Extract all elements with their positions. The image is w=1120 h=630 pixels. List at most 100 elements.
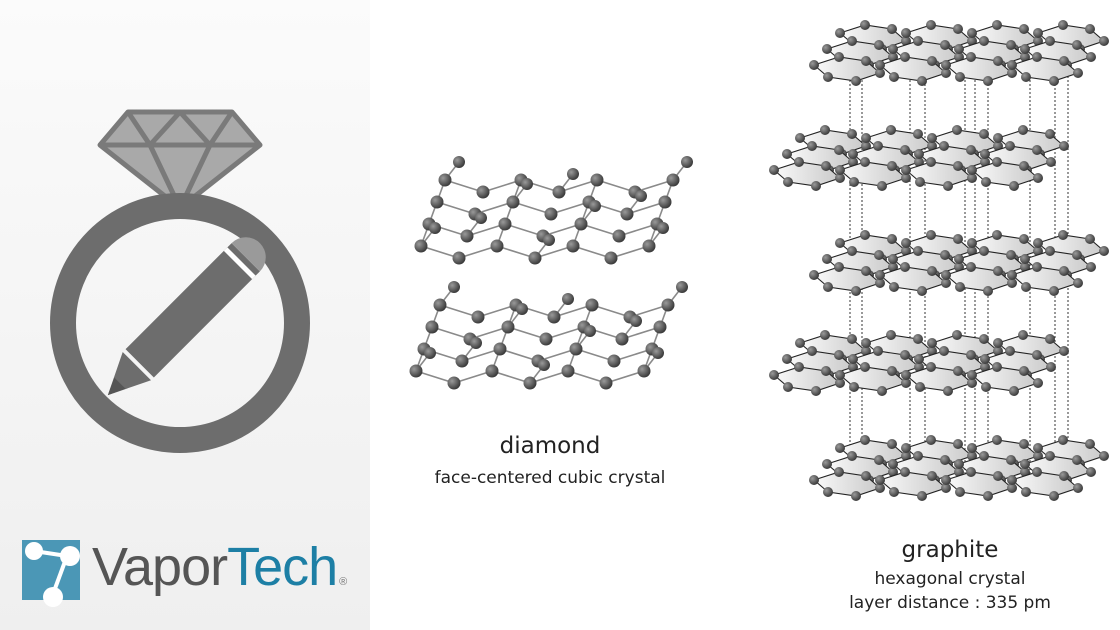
carbon-atom [847, 129, 857, 139]
carbon-atom [822, 44, 832, 54]
carbon-atom [981, 177, 991, 187]
carbon-atom [835, 173, 845, 183]
carbon-atom [952, 330, 962, 340]
carbon-atom [861, 338, 871, 348]
carbon-atom [1058, 20, 1068, 30]
carbon-atom [1033, 28, 1043, 38]
carbon-atom [835, 238, 845, 248]
carbon-atom [847, 451, 857, 461]
carbon-atom [823, 282, 833, 292]
carbon-atom [926, 20, 936, 30]
carbon-atom [900, 467, 910, 477]
carbon-atom [954, 459, 964, 469]
carbon-atom [861, 471, 871, 481]
carbon-atom [889, 487, 899, 497]
carbon-atom [913, 246, 923, 256]
carbon-atom [1007, 270, 1017, 280]
carbon-atom [1033, 173, 1043, 183]
carbon-atom [795, 133, 805, 143]
carbon-atom [952, 125, 962, 135]
logo-panel: VaporTech® [0, 0, 370, 630]
carbon-atom [615, 332, 629, 346]
carbon-atom [966, 145, 976, 155]
carbon-atom [821, 161, 831, 171]
bond [553, 304, 593, 318]
carbon-atom [1059, 56, 1069, 66]
registered-mark: ® [339, 576, 347, 588]
bond [477, 304, 517, 318]
carbon-atom [1007, 60, 1017, 70]
carbon-atom [834, 467, 844, 477]
carbon-atom [834, 145, 844, 155]
bond [618, 223, 658, 237]
bond [512, 201, 552, 215]
carbon-atom [447, 376, 461, 390]
carbon-atom [967, 28, 977, 38]
carbon-atom [409, 364, 423, 378]
bond [507, 326, 547, 340]
bond [580, 223, 620, 237]
carbon-atom [1020, 44, 1030, 54]
carbon-atom [820, 125, 830, 135]
carbon-atom [1049, 76, 1059, 86]
carbon-atom [992, 362, 1002, 372]
carbon-atom [875, 483, 885, 493]
pencil-icon [107, 237, 266, 396]
bond [621, 326, 661, 340]
bond [482, 179, 522, 193]
carbon-atom [887, 234, 897, 244]
carbon-atom [1045, 129, 1055, 139]
carbon-atom [821, 366, 831, 376]
carbon-atom [566, 239, 580, 253]
carbon-atom [433, 298, 447, 312]
carbon-atom [1058, 435, 1068, 445]
carbon-atom [485, 364, 499, 378]
carbon-atom [783, 177, 793, 187]
carbon-atom [1033, 238, 1043, 248]
carbon-atom [953, 234, 963, 244]
carbon-atom [1019, 234, 1029, 244]
carbon-atom [967, 443, 977, 453]
carbon-atom [875, 270, 885, 280]
bond [466, 223, 506, 237]
carbon-atom [914, 149, 924, 159]
bond [545, 326, 585, 340]
carbon-atom [1059, 346, 1069, 356]
carbon-atom [917, 286, 927, 296]
carbon-atom [993, 338, 1003, 348]
carbon-atom [652, 347, 664, 359]
carbon-atom [943, 181, 953, 191]
carbon-atom [860, 20, 870, 30]
carbon-atom [993, 56, 1003, 66]
carbon-atom [983, 76, 993, 86]
carbon-atom [1005, 141, 1015, 151]
bond [496, 245, 536, 259]
carbon-atom [860, 435, 870, 445]
bond [499, 348, 539, 362]
carbon-atom [926, 362, 936, 372]
carbon-atom [927, 56, 937, 66]
carbon-atom [607, 354, 621, 368]
carbon-atom [438, 173, 452, 187]
carbon-atom [1045, 451, 1055, 461]
carbon-atom [875, 60, 885, 70]
carbon-atom [1021, 282, 1031, 292]
carbon-atom [1007, 68, 1017, 78]
carbon-atom [955, 487, 965, 497]
carbon-atom [1085, 439, 1095, 449]
carbon-atom [516, 303, 528, 315]
carbon-atom [954, 44, 964, 54]
carbon-atom [941, 68, 951, 78]
carbon-atom [901, 28, 911, 38]
carbon-atom [861, 133, 871, 143]
carbon-atom [939, 141, 949, 151]
carbon-atom [1007, 278, 1017, 288]
carbon-atom [900, 52, 910, 62]
brand-text-vapor: Vapor [92, 537, 228, 597]
carbon-atom [979, 36, 989, 46]
carbon-atom [424, 347, 436, 359]
carbon-atom [849, 382, 859, 392]
graphite-title: graphite [901, 537, 999, 563]
carbon-atom [1086, 52, 1096, 62]
